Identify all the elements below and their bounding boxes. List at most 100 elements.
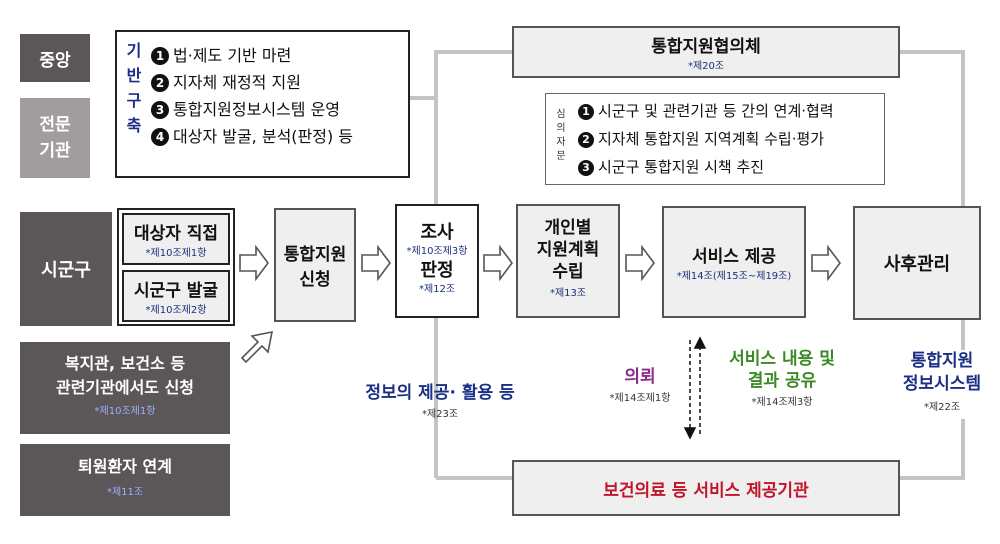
info-provision-label: 정보의 제공· 활용 등 *제23조 [330, 382, 550, 426]
vertical-char: 문 [556, 151, 566, 162]
service-provision-box: 서비스 제공 *제14조(제15조~제19조) [662, 206, 806, 318]
survey-label: 조사 [420, 222, 454, 243]
arrow-right-icon [239, 244, 269, 282]
info-system-label: 통합지원 정보시스템 *제22조 [890, 350, 994, 419]
number-badge: 4 [151, 128, 169, 146]
system-line1: 통합지원 [910, 351, 974, 371]
welfare-line2: 관련기관에서도 신청 [55, 378, 195, 397]
local-find-box: 시군구 발굴 *제10조제2항 [122, 270, 230, 322]
target-group: 대상자 직접 *제10조제1항 시군구 발굴 *제10조제2항 [117, 208, 235, 326]
item-text: 통합지원정보시스템 운영 [173, 100, 341, 119]
council-ref: *제20조 [687, 61, 725, 72]
info-ref: *제23조 [421, 409, 459, 420]
integrated-support-council: 통합지원협의체 *제20조 [512, 26, 900, 78]
info-title: 정보의 제공· 활용 등 [365, 383, 515, 403]
after-care-title: 사후관리 [883, 254, 951, 275]
share-line2: 결과 공유 [747, 371, 817, 391]
integrated-support-apply: 통합지원 신청 [274, 208, 356, 322]
vertical-char: 심 [556, 109, 566, 120]
arrow-diagonal-icon [240, 330, 274, 364]
arrow-right-icon [811, 244, 841, 282]
discharge-ref: *제11조 [106, 487, 144, 498]
vertical-char: 반 [126, 66, 142, 85]
plan-line1: 개인별 [544, 218, 592, 238]
expert-institution-label: 전문 기관 [20, 98, 90, 178]
system-line2: 정보시스템 [902, 374, 982, 394]
arrow-right-icon [625, 244, 655, 282]
request-ref: *제14조제1항 [609, 393, 671, 404]
expert-label-line2: 기관 [39, 141, 71, 161]
arrow-right-icon [483, 244, 513, 282]
service-ref: *제14조(제15조~제19조) [676, 271, 792, 282]
vertical-char: 의 [556, 123, 566, 134]
survey-ref: *제10조제3항 [406, 246, 468, 257]
plan-ref: *제13조 [549, 288, 587, 299]
vertical-char: 구 [126, 91, 142, 110]
share-ref: *제14조제3항 [751, 397, 813, 408]
survey-judgment-box: 조사 *제10조제3항 판정 *제12조 [395, 204, 479, 318]
arrow-up-icon [693, 336, 707, 349]
number-badge: 3 [151, 101, 169, 119]
item-text: 시군구 및 관련기관 등 간의 연계·협력 [598, 102, 834, 120]
arrow-right-icon [361, 244, 391, 282]
number-badge: 1 [151, 47, 169, 65]
council-vertical-label: 심 의 자 문 [554, 108, 568, 164]
discharge-title: 퇴원환자 연계 [78, 457, 172, 476]
apply-line2: 신청 [299, 270, 331, 290]
item-text: 시군구 통합지원 시책 추진 [598, 158, 765, 176]
local-government-label: 시군구 [20, 212, 112, 326]
item-text: 지자체 재정적 지원 [173, 73, 301, 92]
vertical-char: 자 [556, 137, 566, 148]
plan-line2: 지원계획 [536, 240, 600, 260]
target-direct-box: 대상자 직접 *제10조제1항 [122, 213, 230, 265]
vertical-char: 기 [126, 41, 142, 60]
service-title: 서비스 제공 [691, 247, 777, 267]
request-title: 의뢰 [624, 367, 656, 387]
share-label: 서비스 내용 및 결과 공유 *제14조제3항 [712, 348, 852, 414]
local-find-ref: *제10조제2항 [145, 305, 207, 316]
apply-line1: 통합지원 [283, 245, 347, 265]
item-text: 법·제도 기반 마련 [173, 46, 292, 65]
number-badge: 2 [151, 74, 169, 92]
target-direct-label: 대상자 직접 [133, 224, 219, 244]
welfare-line1: 복지관, 보건소 등 [64, 354, 186, 373]
judgment-label: 판정 [420, 260, 454, 281]
number-badge: 1 [578, 104, 594, 120]
expert-label-line1: 전문 [39, 115, 71, 135]
provider-title: 보건의료 등 서비스 제공기관 [603, 480, 809, 501]
central-label: 중앙 [20, 34, 90, 82]
service-provider-box: 보건의료 등 서비스 제공기관 [512, 460, 900, 516]
infrastructure-vertical-label: 기 반 구 축 [123, 38, 145, 138]
discharge-linkage-box: 퇴원환자 연계 *제11조 [20, 444, 230, 516]
plan-line3: 수립 [552, 262, 584, 282]
welfare-institutions-box: 복지관, 보건소 등 관련기관에서도 신청 *제10조제1항 [20, 342, 230, 434]
local-find-label: 시군구 발굴 [133, 281, 219, 301]
system-ref: *제22조 [923, 402, 961, 413]
item-text: 지자체 통합지원 지역계획 수립·평가 [598, 130, 825, 148]
vertical-char: 축 [126, 116, 142, 135]
target-direct-ref: *제10조제1항 [145, 248, 207, 259]
share-line1: 서비스 내용 및 [729, 349, 835, 369]
item-text: 대상자 발굴, 분석(판정) 등 [173, 127, 354, 146]
personal-plan-box: 개인별 지원계획 수립 *제13조 [516, 204, 620, 318]
number-badge: 2 [578, 132, 594, 148]
judgment-ref: *제12조 [418, 284, 456, 295]
arrow-down-icon [683, 427, 697, 440]
request-label: 의뢰 *제14조제1항 [600, 366, 680, 410]
number-badge: 3 [578, 160, 594, 176]
welfare-ref: *제10조제1항 [94, 406, 156, 417]
after-care-box: 사후관리 [853, 206, 981, 320]
council-title: 통합지원협의체 [651, 37, 761, 57]
